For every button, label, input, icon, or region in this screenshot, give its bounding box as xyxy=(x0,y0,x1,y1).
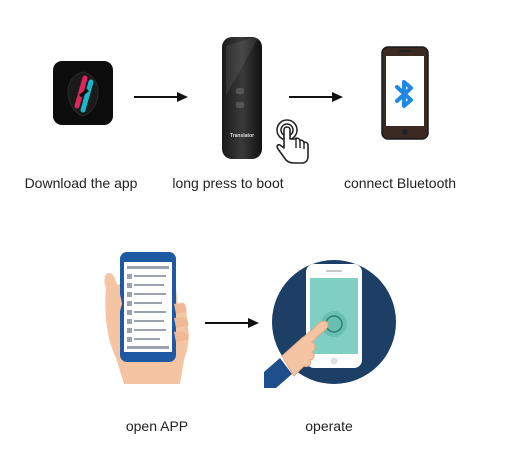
hand-holding-phone xyxy=(100,248,196,388)
step-caption-operate: operate xyxy=(305,418,353,434)
arrow-right-icon xyxy=(288,91,344,103)
translator-device xyxy=(220,36,264,160)
arrow-right-icon xyxy=(133,91,189,103)
bluetooth-icon xyxy=(393,78,417,110)
finger-press-icon xyxy=(272,118,312,164)
step-caption-long-press: long press to boot xyxy=(172,175,284,191)
finger-touch-phone xyxy=(262,254,402,390)
app-icon xyxy=(52,60,114,126)
device-label: Translator xyxy=(229,133,255,139)
step-caption-download: Download the app xyxy=(24,175,138,191)
step-caption-open-app: open APP xyxy=(125,418,189,434)
arrow-right-icon xyxy=(204,317,260,329)
step-caption-bluetooth: connect Bluetooth xyxy=(343,175,457,191)
